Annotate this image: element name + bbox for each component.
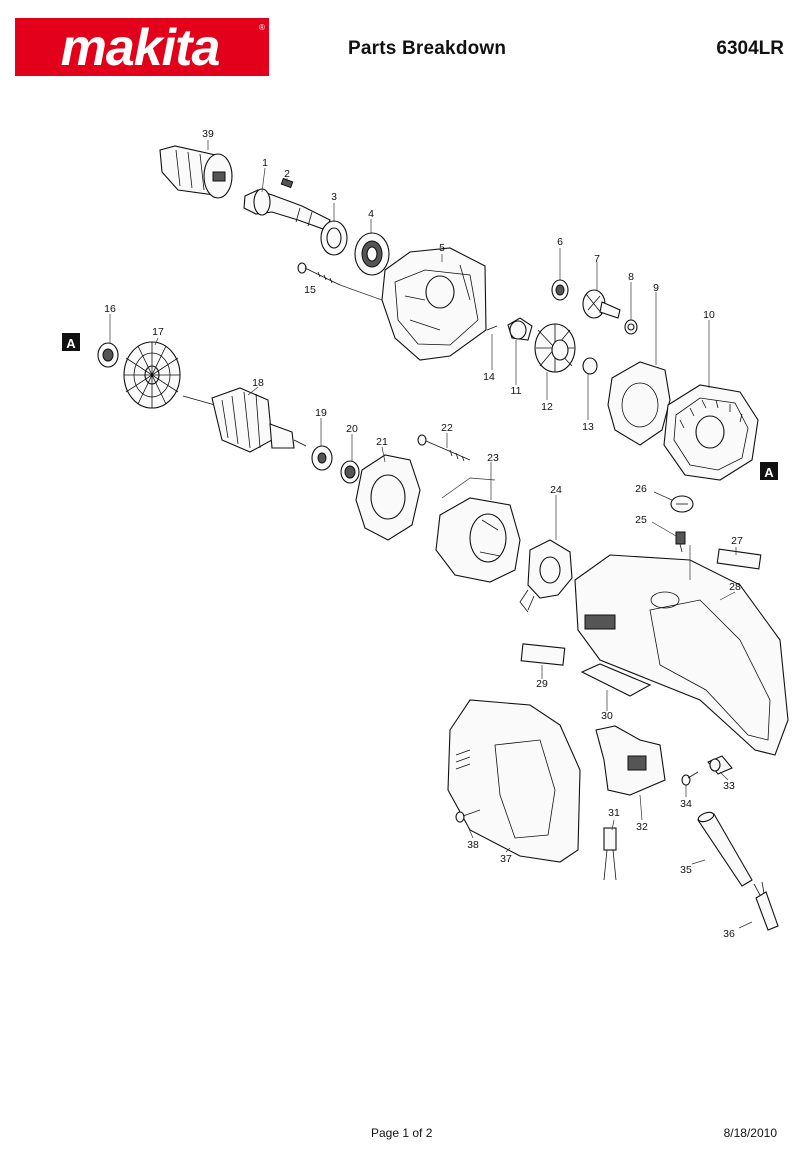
- part-label-27: 27: [731, 535, 743, 547]
- part-20-bearing: [340, 460, 360, 484]
- part-label-7: 7: [594, 253, 600, 265]
- part-8-ring: [624, 319, 638, 335]
- reference-marker-a-left: A: [62, 333, 80, 351]
- part-9-gasket: [607, 361, 671, 446]
- part-label-6: 6: [557, 236, 563, 248]
- svg-text:makita: makita: [61, 19, 220, 76]
- part-label-37: 37: [500, 853, 512, 865]
- part-21-baffle-plate: [355, 454, 421, 541]
- reference-marker-a-right: A: [760, 462, 778, 480]
- part-label-5: 5: [439, 242, 445, 254]
- part-label-20: 20: [346, 423, 358, 435]
- part-label-34: 34: [680, 798, 692, 810]
- part-label-32: 32: [636, 821, 648, 833]
- part-22-screw: [417, 434, 471, 462]
- part-35-strain-relief: [697, 811, 753, 887]
- part-33-sleeve: [707, 755, 733, 775]
- part-label-31: 31: [608, 807, 620, 819]
- part-7-gear: [582, 289, 621, 319]
- part-label-39: 39: [202, 128, 214, 140]
- part-label-13: 13: [582, 421, 594, 433]
- part-17-fan: [123, 341, 181, 409]
- part-label-21: 21: [376, 436, 388, 448]
- part-36-cord: [753, 881, 779, 931]
- part-label-12: 12: [541, 401, 553, 413]
- part-label-28: 28: [729, 581, 741, 593]
- leader-lines: [109, 140, 753, 929]
- part-6-bearing: [551, 279, 569, 301]
- part-15-screw: [297, 262, 341, 286]
- part-24-brush-holder: [519, 539, 573, 613]
- part-11-bushing: [507, 317, 533, 341]
- part-38-screw: [455, 809, 481, 823]
- svg-text:A: A: [764, 465, 774, 480]
- part-label-25: 25: [635, 514, 647, 526]
- model-number: 6304LR: [716, 38, 784, 59]
- part-23-field: [435, 497, 521, 583]
- part-label-24: 24: [550, 484, 562, 496]
- part-3-ring: [320, 220, 348, 256]
- part-34-screw: [681, 771, 699, 786]
- part-29-label: [520, 643, 566, 666]
- svg-text:®: ®: [259, 23, 265, 32]
- part-39-drill-chuck: [159, 145, 233, 199]
- part-26-brush-cap: [670, 495, 694, 513]
- makita-logo: makita ®: [15, 18, 269, 76]
- part-2-key: [280, 177, 294, 189]
- part-label-10: 10: [703, 309, 715, 321]
- part-label-26: 26: [635, 483, 647, 495]
- part-4-bearing: [354, 232, 390, 276]
- part-label-38: 38: [467, 839, 479, 851]
- part-31-component: [603, 827, 617, 881]
- page-number: Page 1 of 2: [371, 1126, 433, 1140]
- part-label-11: 11: [511, 385, 522, 397]
- part-label-14: 14: [483, 371, 495, 383]
- part-19-washer: [311, 445, 333, 471]
- part-label-8: 8: [628, 271, 634, 283]
- part-label-1: 1: [262, 157, 268, 169]
- part-13-ring: [582, 357, 598, 375]
- part-32-switch: [595, 725, 666, 796]
- part-label-2: 2: [284, 168, 290, 180]
- part-30-label: [580, 663, 652, 697]
- part-label-18: 18: [252, 377, 264, 389]
- svg-text:A: A: [66, 336, 76, 351]
- part-label-22: 22: [441, 422, 453, 434]
- part-label-30: 30: [601, 710, 613, 722]
- part-label-19: 19: [315, 407, 327, 419]
- part-label-36: 36: [723, 928, 735, 940]
- part-label-15: 15: [304, 284, 316, 296]
- part-18-armature: [182, 387, 307, 453]
- part-label-17: 17: [152, 326, 164, 338]
- part-37-handle-set: [447, 699, 581, 863]
- part-label-35: 35: [680, 864, 692, 876]
- part-label-33: 33: [723, 780, 735, 792]
- document-date: 8/18/2010: [723, 1126, 777, 1140]
- part-label-3: 3: [331, 191, 337, 203]
- part-label-29: 29: [536, 678, 548, 690]
- part-1-spindle: [243, 188, 331, 231]
- part-14-pin: [486, 325, 498, 331]
- page-title: Parts Breakdown: [348, 38, 507, 59]
- part-25-carbon-brush: [675, 531, 686, 553]
- part-label-9: 9: [653, 282, 659, 294]
- part-5-gear-housing: [381, 247, 487, 361]
- part-12-spur-gear: [534, 323, 576, 373]
- part-28-motor-housing: [574, 554, 789, 756]
- part-27-label: [716, 548, 762, 570]
- part-10-bearing-box: [663, 384, 759, 481]
- part-16-bearing: [97, 342, 119, 368]
- part-label-4: 4: [368, 208, 374, 220]
- part-label-23: 23: [487, 452, 499, 464]
- part-label-16: 16: [104, 303, 116, 315]
